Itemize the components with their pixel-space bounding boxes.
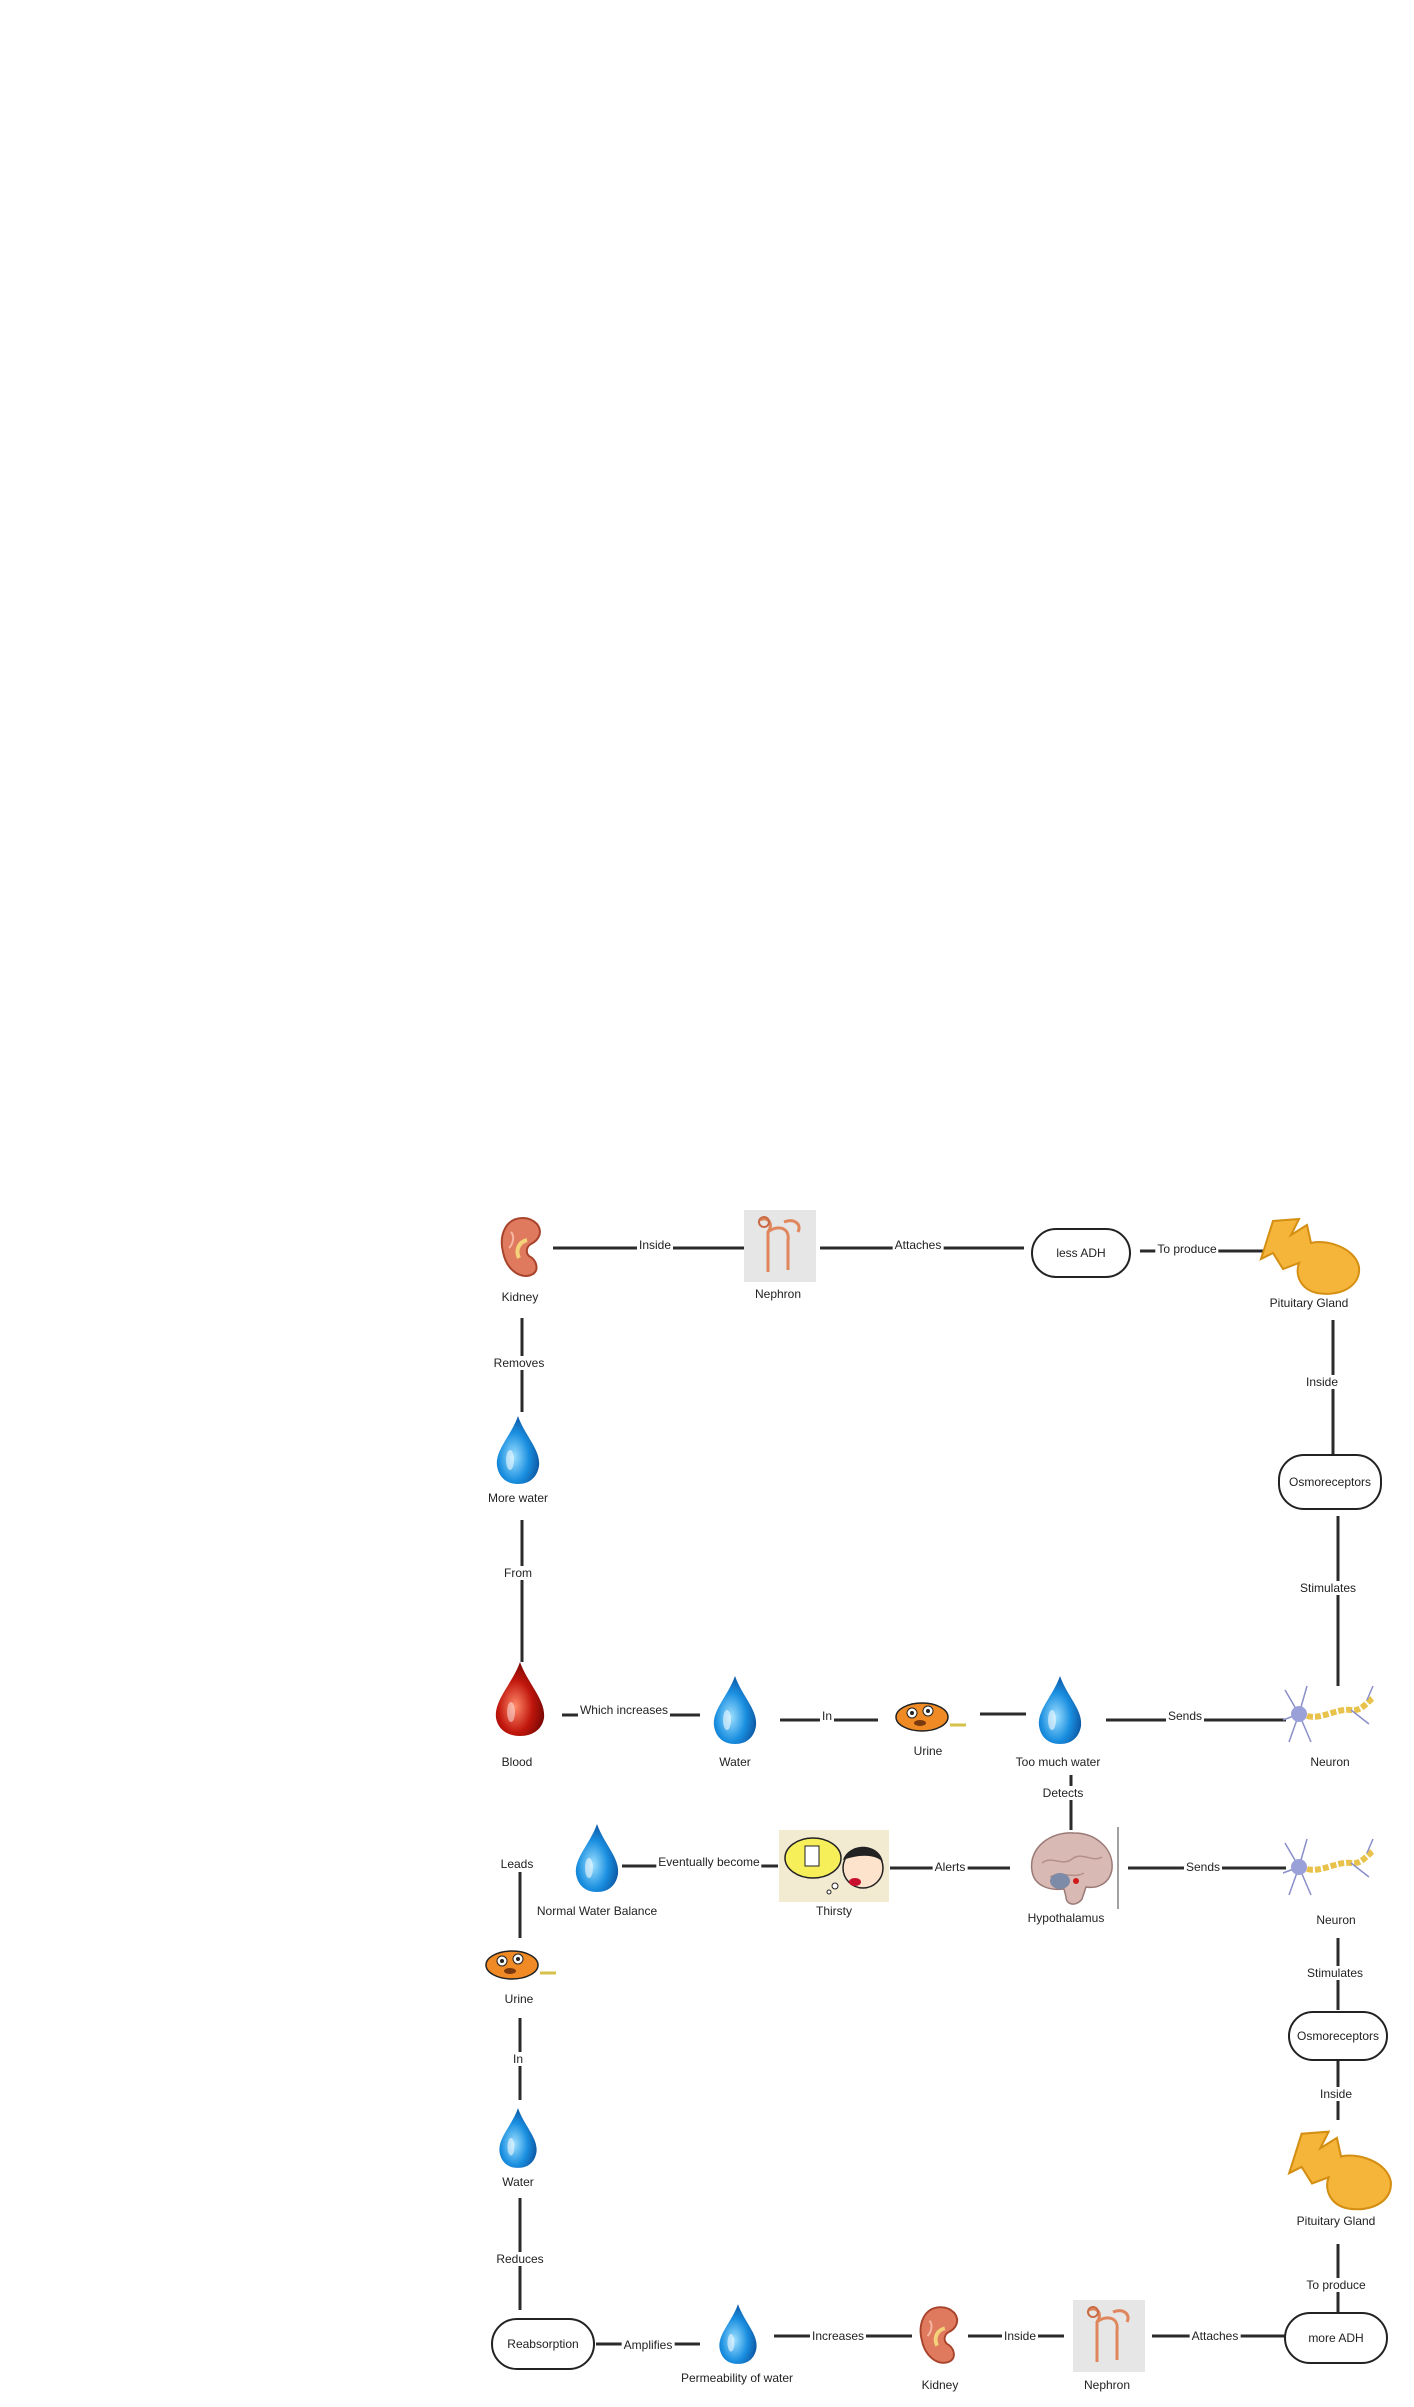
- link-label: Inside: [1317, 2087, 1355, 2101]
- node-label: More water: [487, 1491, 549, 1505]
- pituitary-gland-icon: [1283, 2125, 1397, 2215]
- water-drop-icon: [1035, 1674, 1085, 1746]
- water-drop-icon: [716, 2302, 760, 2366]
- link-label: Amplifies: [621, 2338, 675, 2352]
- link-label: Attaches: [1189, 2329, 1241, 2343]
- link-label: Increases: [809, 2329, 867, 2343]
- node-label: Permeability of water: [680, 2371, 794, 2385]
- link-label: In: [819, 1709, 835, 1723]
- pituitary-gland-icon: [1255, 1213, 1365, 1299]
- node-less-adh: less ADH: [1031, 1228, 1131, 1278]
- node-label: Too much water: [1015, 1755, 1101, 1769]
- brain-icon: [1022, 1827, 1122, 1909]
- water-drop-icon: [572, 1822, 622, 1894]
- node-label: Kidney: [501, 1290, 539, 1304]
- kidney-icon: [916, 2303, 964, 2369]
- link-label: Stimulates: [1304, 1966, 1366, 1980]
- node-osmoreceptors-top: Osmoreceptors: [1278, 1454, 1382, 1510]
- neuron-icon: [1281, 1680, 1375, 1750]
- node-label: Water: [502, 2175, 534, 2189]
- link-label: Alerts: [932, 1860, 968, 1874]
- link-label: Removes: [491, 1356, 547, 1370]
- node-label: Kidney: [921, 2378, 959, 2392]
- link-label: To produce: [1304, 2278, 1368, 2292]
- water-drop-icon: [493, 1414, 543, 1486]
- link-label: Attaches: [892, 1238, 944, 1252]
- node-label: Urine: [913, 1744, 943, 1758]
- blood-drop-icon: [490, 1660, 550, 1740]
- nephron-image: [744, 1210, 816, 1282]
- urine-cartoon-icon: [890, 1695, 970, 1735]
- link-label: Inside: [1303, 1375, 1341, 1389]
- kidney-icon: [497, 1214, 547, 1282]
- water-drop-icon: [496, 2106, 540, 2170]
- node-label: Hypothalamus: [1027, 1911, 1105, 1925]
- water-drop-icon: [710, 1674, 760, 1746]
- node-label: Normal Water Balance: [536, 1904, 658, 1918]
- node-label: Neuron: [1310, 1755, 1350, 1769]
- link-label: In: [510, 2052, 526, 2066]
- neuron-icon: [1281, 1833, 1375, 1903]
- node-reabsorption: Reabsorption: [491, 2318, 595, 2370]
- node-label: Water: [719, 1755, 751, 1769]
- link-label: To produce: [1155, 1242, 1219, 1256]
- link-label: Reduces: [494, 2252, 546, 2266]
- link-label: Inside: [636, 1238, 674, 1252]
- node-label: Pituitary Gland: [1269, 1296, 1349, 1310]
- link-label: Inside: [1001, 2329, 1039, 2343]
- node-label: Neuron: [1316, 1913, 1356, 1927]
- node-more-adh: more ADH: [1284, 2312, 1388, 2364]
- link-label: Stimulates: [1297, 1581, 1359, 1595]
- node-label: Nephron: [1083, 2378, 1131, 2392]
- link-label: From: [502, 1566, 534, 1580]
- node-label: Pituitary Gland: [1296, 2214, 1376, 2228]
- node-label: Nephron: [754, 1287, 802, 1301]
- link-label: Eventually become: [656, 1855, 762, 1869]
- thirsty-cartoon-image: [779, 1830, 889, 1902]
- link-label: Detects: [1040, 1786, 1086, 1800]
- node-label: Blood: [501, 1755, 533, 1769]
- node-osmoreceptors-bottom: Osmoreceptors: [1288, 2011, 1388, 2061]
- node-label: Urine: [504, 1992, 534, 2006]
- link-label: Which increases: [577, 1703, 671, 1717]
- nephron-image: [1073, 2300, 1145, 2372]
- node-label: Thirsty: [816, 1904, 852, 1918]
- link-label: Sends: [1165, 1709, 1205, 1723]
- link-label: Leads: [498, 1857, 536, 1871]
- urine-cartoon-icon: [480, 1943, 560, 1983]
- link-label: Sends: [1183, 1860, 1223, 1874]
